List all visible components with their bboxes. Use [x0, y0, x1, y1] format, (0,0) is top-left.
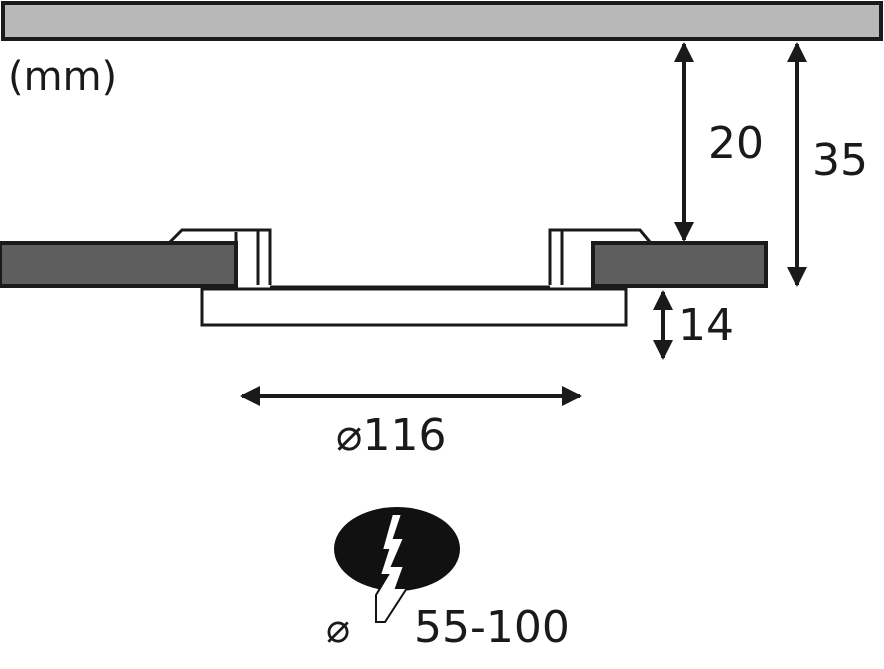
right-ceiling-board	[591, 241, 768, 288]
luminaire-flange	[200, 287, 628, 327]
unit-label: (mm)	[8, 54, 117, 100]
dimension-label-diameter: ⌀116	[336, 410, 446, 461]
dimension-label-35: 35	[812, 135, 868, 186]
dimension-label-14: 14	[678, 300, 734, 351]
right-spring-clip	[548, 228, 652, 285]
cutout-range-label: 55-100	[414, 602, 570, 653]
left-ceiling-board	[0, 241, 238, 288]
dimension-label-20: 20	[708, 118, 764, 169]
cutout-diameter-symbol: ⌀	[326, 606, 350, 652]
lightning-bolt-icon	[375, 513, 409, 623]
ceiling-slab	[1, 1, 883, 41]
left-spring-clip	[168, 228, 272, 285]
